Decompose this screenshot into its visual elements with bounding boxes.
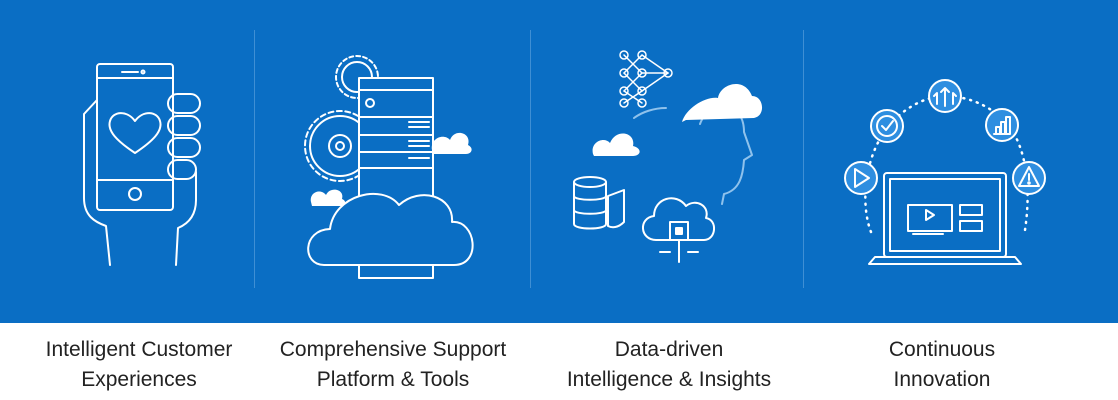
caption-line: Continuous xyxy=(888,338,996,361)
caption-continuous-innovation: Continuous Innovation xyxy=(803,335,1081,395)
caption-customer-experiences: Intelligent Customer Experiences xyxy=(0,335,278,395)
play-icon xyxy=(844,161,878,195)
caption-support-platform: Comprehensive Support Platform & Tools xyxy=(254,335,532,395)
column-divider xyxy=(530,30,531,288)
panel-customer-experiences xyxy=(0,0,278,323)
column-divider xyxy=(254,30,255,288)
laptop-continuous-cycle-icon xyxy=(844,79,1046,265)
caption-line: Innovation xyxy=(893,368,991,391)
gear-icon xyxy=(304,110,376,182)
hero-banner xyxy=(0,0,1118,323)
server-gears-clouds-icon xyxy=(304,55,474,279)
panel-support-platform xyxy=(254,0,532,323)
panel-data-intelligence xyxy=(530,0,808,323)
caption-line: Experiences xyxy=(81,368,197,391)
caption-line: Intelligent Customer xyxy=(45,338,233,361)
column-divider xyxy=(803,30,804,288)
caption-data-intelligence: Data-driven Intelligence & Insights xyxy=(530,335,808,395)
smartphone-in-hand-with-heart-icon xyxy=(83,63,201,266)
panel-continuous-innovation xyxy=(803,0,1081,323)
caption-line: Comprehensive Support xyxy=(279,338,507,361)
caption-line: Data-driven xyxy=(614,338,724,361)
neural-network-icon xyxy=(619,50,673,108)
head-ai-data-cloud-icon xyxy=(573,50,763,263)
checkmark-icon xyxy=(870,109,904,143)
caption-line: Platform & Tools xyxy=(316,368,470,391)
caption-line: Intelligence & Insights xyxy=(566,368,772,391)
